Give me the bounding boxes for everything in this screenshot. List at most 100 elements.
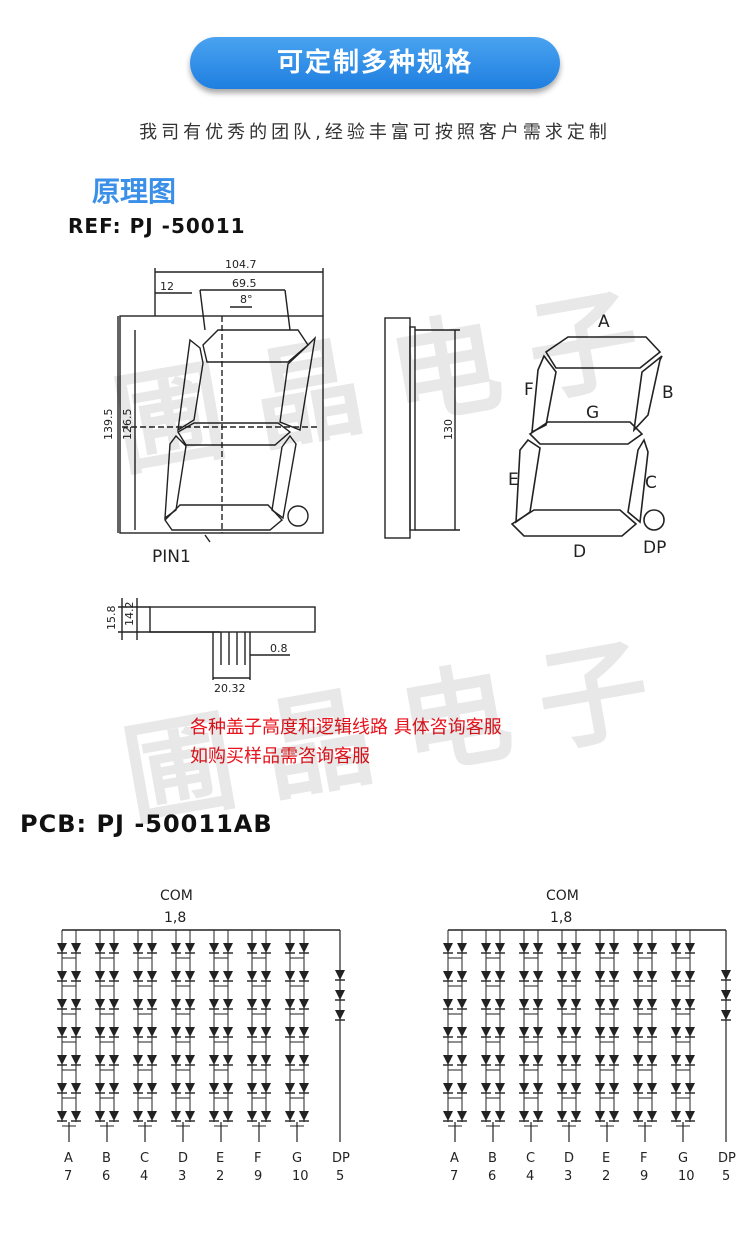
- led-1-3-6b: [185, 1111, 195, 1121]
- led-1-4-3a: [209, 1027, 219, 1037]
- seg-label-f: F: [524, 380, 534, 400]
- led-1-3-3b: [185, 1027, 195, 1037]
- led-2-3-1a: [557, 971, 567, 981]
- note-line-2: 如购买样品需咨询客服: [190, 746, 370, 767]
- com-pins-1: 1,8: [164, 910, 186, 926]
- led-1-0-1b: [71, 971, 81, 981]
- led-1-6-6b: [299, 1111, 309, 1121]
- led-2-4-2b: [609, 999, 619, 1009]
- led-1-2-2a: [133, 999, 143, 1009]
- led-2-4-0b: [609, 943, 619, 953]
- led-2-5-3b: [647, 1027, 657, 1037]
- led-2-3-5a: [557, 1083, 567, 1093]
- led-2-0-4a: [443, 1055, 453, 1065]
- led-2-2-2a: [519, 999, 529, 1009]
- led-2-3-6b: [571, 1111, 581, 1121]
- led-2-6-4b: [685, 1055, 695, 1065]
- led-2-1-3b: [495, 1027, 505, 1037]
- led-1-0-3a: [57, 1027, 67, 1037]
- led-1-4-4a: [209, 1055, 219, 1065]
- dim-offset: 12: [160, 280, 174, 293]
- dim-base-height: 15.8: [105, 606, 118, 631]
- led-1-1-5a: [95, 1083, 105, 1093]
- led-2-6-2a: [671, 999, 681, 1009]
- bottom-view-outline: [149, 606, 316, 633]
- led-2-2-6a: [519, 1111, 529, 1121]
- led-1-4-1a: [209, 971, 219, 981]
- led-1-4-6a: [209, 1111, 219, 1121]
- led-2-1-0a: [481, 943, 491, 953]
- led-2-4-5a: [595, 1083, 605, 1093]
- dp-led-2-3: [721, 1010, 731, 1020]
- led-1-2-3a: [133, 1027, 143, 1037]
- led-1-5-6b: [261, 1111, 271, 1121]
- col-pin-1-3: 3: [178, 1169, 186, 1184]
- seg-label-a: A: [598, 312, 610, 332]
- led-1-3-1a: [171, 971, 181, 981]
- col-pin-1-0: 7: [64, 1169, 72, 1184]
- led-2-4-6b: [609, 1111, 619, 1121]
- col-seg-1-2: C: [140, 1151, 149, 1166]
- led-1-0-3b: [71, 1027, 81, 1037]
- led-2-2-6b: [533, 1111, 543, 1121]
- led-2-4-4b: [609, 1055, 619, 1065]
- led-1-5-4a: [247, 1055, 257, 1065]
- seg-label-c: C: [645, 473, 657, 493]
- dim-inner-width: 69.5: [232, 277, 257, 290]
- led-1-0-4b: [71, 1055, 81, 1065]
- led-1-4-3b: [223, 1027, 233, 1037]
- led-1-6-2a: [285, 999, 295, 1009]
- led-2-5-5a: [633, 1083, 643, 1093]
- led-2-5-0b: [647, 943, 657, 953]
- led-1-5-3a: [247, 1027, 257, 1037]
- led-2-6-6b: [685, 1111, 695, 1121]
- led-2-3-2b: [571, 999, 581, 1009]
- led-2-1-2b: [495, 999, 505, 1009]
- led-1-1-5b: [109, 1083, 119, 1093]
- led-1-0-4a: [57, 1055, 67, 1065]
- dp-seg-2: DP: [718, 1151, 736, 1166]
- led-2-3-2a: [557, 999, 567, 1009]
- led-2-4-1b: [609, 971, 619, 981]
- led-1-5-2b: [261, 999, 271, 1009]
- led-2-0-1a: [443, 971, 453, 981]
- led-1-6-0a: [285, 943, 295, 953]
- led-1-0-0a: [57, 943, 67, 953]
- col-pin-1-2: 4: [140, 1169, 148, 1184]
- col-pin-2-4: 2: [602, 1169, 610, 1184]
- led-1-5-5a: [247, 1083, 257, 1093]
- led-1-2-1b: [147, 971, 157, 981]
- led-2-2-0a: [519, 943, 529, 953]
- led-2-0-6a: [443, 1111, 453, 1121]
- col-pin-2-3: 3: [564, 1169, 572, 1184]
- led-2-4-4a: [595, 1055, 605, 1065]
- led-2-0-4b: [457, 1055, 467, 1065]
- led-1-6-1b: [299, 971, 309, 981]
- led-1-0-0b: [71, 943, 81, 953]
- led-1-4-6b: [223, 1111, 233, 1121]
- led-2-1-4a: [481, 1055, 491, 1065]
- led-1-0-2b: [71, 999, 81, 1009]
- led-2-1-5a: [481, 1083, 491, 1093]
- led-2-6-0b: [685, 943, 695, 953]
- led-1-1-3a: [95, 1027, 105, 1037]
- col-seg-2-3: D: [564, 1151, 574, 1166]
- seg-label-b: B: [662, 383, 674, 403]
- led-2-2-2b: [533, 999, 543, 1009]
- ref-label: REF: PJ -50011: [68, 214, 246, 238]
- led-2-6-5b: [685, 1083, 695, 1093]
- col-seg-1-6: G: [292, 1151, 302, 1166]
- led-1-3-3a: [171, 1027, 181, 1037]
- led-2-1-2a: [481, 999, 491, 1009]
- led-1-4-5a: [209, 1083, 219, 1093]
- led-2-3-3b: [571, 1027, 581, 1037]
- com-label-1: COM: [160, 888, 193, 904]
- led-2-2-0b: [533, 943, 543, 953]
- dim-pin-spacing: 20.32: [214, 682, 246, 695]
- led-2-0-3b: [457, 1027, 467, 1037]
- led-2-4-3b: [609, 1027, 619, 1037]
- led-2-2-3a: [519, 1027, 529, 1037]
- dp-led-1-3: [335, 1010, 345, 1020]
- led-2-0-0b: [457, 943, 467, 953]
